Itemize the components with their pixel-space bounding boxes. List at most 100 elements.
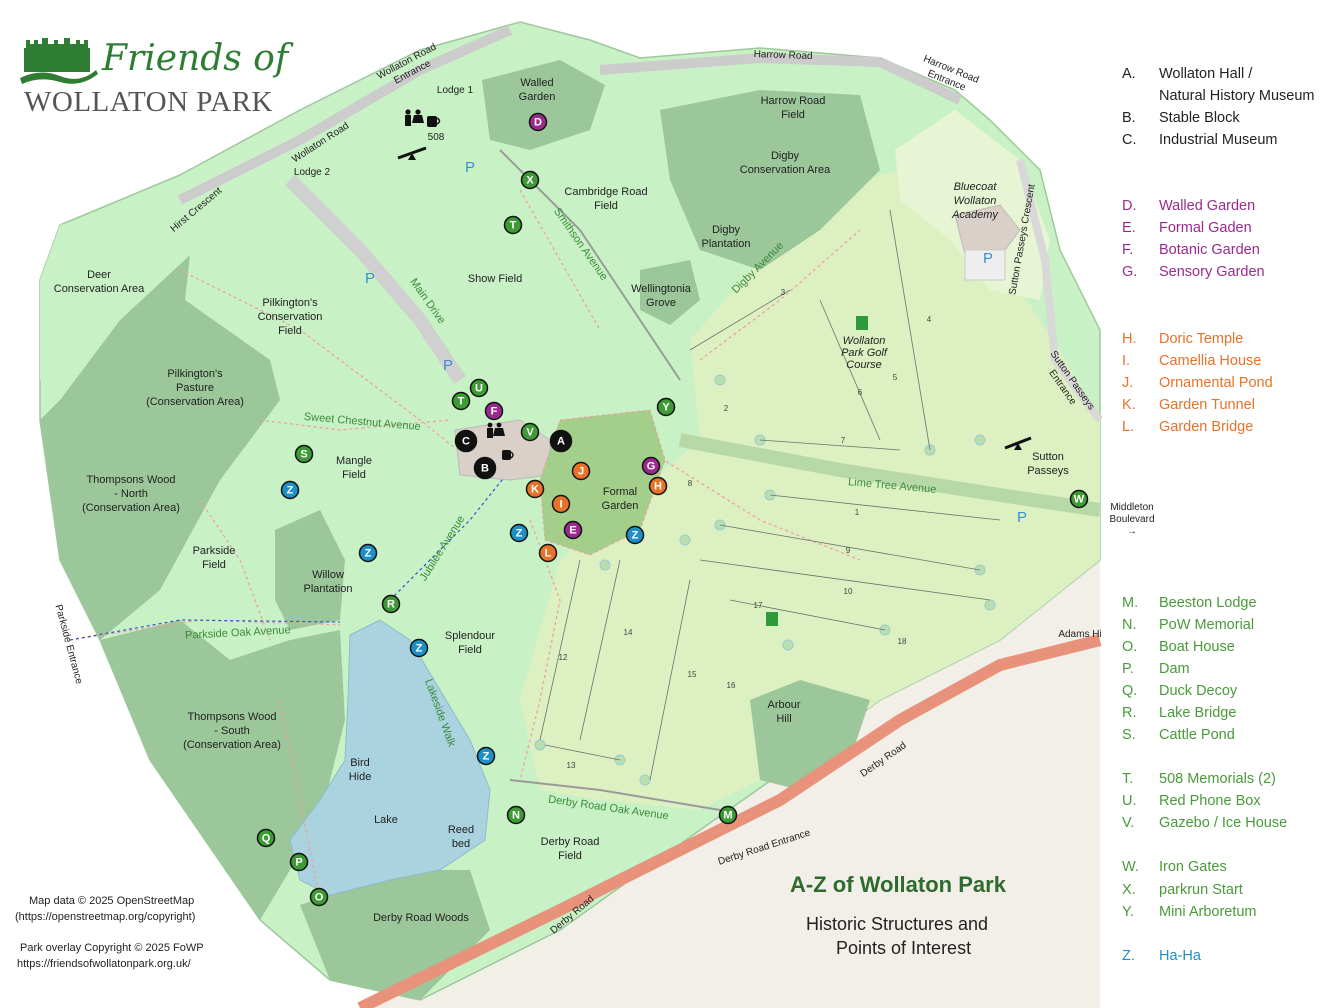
golf-hole-18: 18 — [898, 637, 907, 646]
marker-z[interactable]: Z — [509, 523, 529, 543]
legend-letter: O. — [1122, 639, 1138, 655]
credit-overlay: Park overlay Copyright © 2025 FoWP — [20, 942, 204, 954]
legend-letter: T. — [1122, 771, 1134, 787]
parking-icon: P — [983, 250, 993, 267]
legend-text: Red Phone Box — [1159, 793, 1261, 809]
willow-plantation-area — [275, 510, 345, 630]
marker-h[interactable]: H — [648, 476, 668, 496]
parking-icon: P — [465, 159, 475, 176]
marker-x[interactable]: X — [520, 170, 540, 190]
logo-wollaton-park: WOLLATON PARK — [24, 86, 273, 118]
marker-letter: T — [510, 220, 517, 232]
marker-letter: Z — [516, 528, 523, 540]
marker-d[interactable]: D — [528, 112, 548, 132]
legend-text: Ornamental Pond — [1159, 375, 1273, 391]
golf-fairways — [539, 209, 1001, 781]
marker-l[interactable]: L — [538, 543, 558, 563]
marker-letter: S — [300, 449, 307, 461]
legend-letter: B. — [1122, 110, 1136, 126]
map-subtitle-line2: Points of Interest — [836, 938, 972, 958]
marker-circle — [358, 543, 378, 563]
credit-overlay-url: https://friendsofwollatonpark.org.uk/ — [17, 958, 191, 970]
marker-j[interactable]: J — [571, 461, 591, 481]
marker-circle — [256, 828, 276, 848]
marker-letter: J — [578, 466, 584, 478]
legend-text: Garden Bridge — [1159, 419, 1254, 435]
marker-f[interactable]: F — [484, 401, 504, 421]
legend-letter: U. — [1122, 793, 1137, 809]
marker-z[interactable]: Z — [358, 543, 378, 563]
marker-z[interactable]: Z — [409, 638, 429, 658]
marker-r[interactable]: R — [381, 594, 401, 614]
marker-z[interactable]: Z — [280, 480, 300, 500]
marker-letter: P — [295, 857, 302, 869]
marker-t[interactable]: T — [503, 215, 523, 235]
marker-letter: Z — [632, 530, 639, 542]
marker-u[interactable]: U — [469, 378, 489, 398]
marker-e[interactable]: E — [563, 520, 583, 540]
golf-hole-8: 8 — [688, 479, 693, 488]
marker-y[interactable]: Y — [656, 397, 676, 417]
road-label-lodge-2: Lodge 2 — [294, 167, 331, 178]
marker-letter: F — [491, 406, 498, 418]
marker-v[interactable]: V — [520, 422, 540, 442]
legend-letter: S. — [1122, 727, 1136, 743]
marker-letter: G — [647, 461, 656, 473]
legend-text: Camellia House — [1159, 353, 1262, 369]
toilets-icon — [405, 109, 424, 126]
golf-hole-13: 13 — [567, 761, 576, 770]
marker-q[interactable]: Q — [256, 828, 276, 848]
marker-letter: V — [526, 427, 534, 439]
marker-circle — [625, 525, 645, 545]
legend-letter: I. — [1122, 353, 1131, 369]
legend-letter: P. — [1122, 661, 1134, 677]
logo-friends-of: Friends of — [102, 38, 289, 79]
marker-b[interactable]: B — [473, 456, 497, 480]
marker-circle — [484, 401, 504, 421]
marker-s[interactable]: S — [294, 444, 314, 464]
marker-t[interactable]: T — [451, 391, 471, 411]
credit-map-url: (https://openstreetmap.org/copyright) — [15, 911, 196, 923]
marker-n[interactable]: N — [506, 805, 526, 825]
wellingtonia-area — [640, 260, 700, 325]
marker-z[interactable]: Z — [476, 746, 496, 766]
marker-circle — [563, 520, 583, 540]
golf-hole-5: 5 — [893, 373, 898, 382]
legend-text: Walled Garden — [1159, 198, 1256, 214]
marker-w[interactable]: W — [1069, 489, 1089, 509]
cafe-icon — [427, 116, 441, 127]
legend-text: Sensory Garden — [1159, 264, 1265, 280]
marker-o[interactable]: O — [309, 887, 329, 907]
marker-circle — [469, 378, 489, 398]
marker-letter: Q — [262, 833, 271, 845]
map-subtitle-line1: Historic Structures and — [806, 914, 989, 934]
marker-letter: I — [559, 499, 562, 511]
marker-z[interactable]: Z — [625, 525, 645, 545]
marker-k[interactable]: K — [525, 479, 545, 499]
marker-p[interactable]: P — [289, 852, 309, 872]
marker-c[interactable]: C — [454, 429, 478, 453]
legend-letter: R. — [1122, 705, 1137, 721]
marker-i[interactable]: I — [551, 494, 571, 514]
avenue-label-parkside-oak-avenue: Parkside Oak Avenue — [185, 624, 291, 642]
legend-text: Lake Bridge — [1159, 705, 1237, 721]
legend-text: Stable Block — [1159, 110, 1240, 126]
marker-letter: Z — [287, 485, 294, 497]
marker-a[interactable]: A — [549, 429, 573, 453]
legend-text: Dam — [1159, 661, 1190, 677]
marker-m[interactable]: M — [718, 805, 738, 825]
legend-letter: Z. — [1122, 948, 1135, 964]
parkside-path — [69, 619, 341, 641]
digby-area — [660, 90, 880, 270]
marker-circle — [528, 112, 548, 132]
marker-g[interactable]: G — [641, 456, 661, 476]
castle-logo-icon — [20, 38, 98, 84]
marker-circle — [525, 479, 545, 499]
main-drive-line — [285, 175, 466, 384]
